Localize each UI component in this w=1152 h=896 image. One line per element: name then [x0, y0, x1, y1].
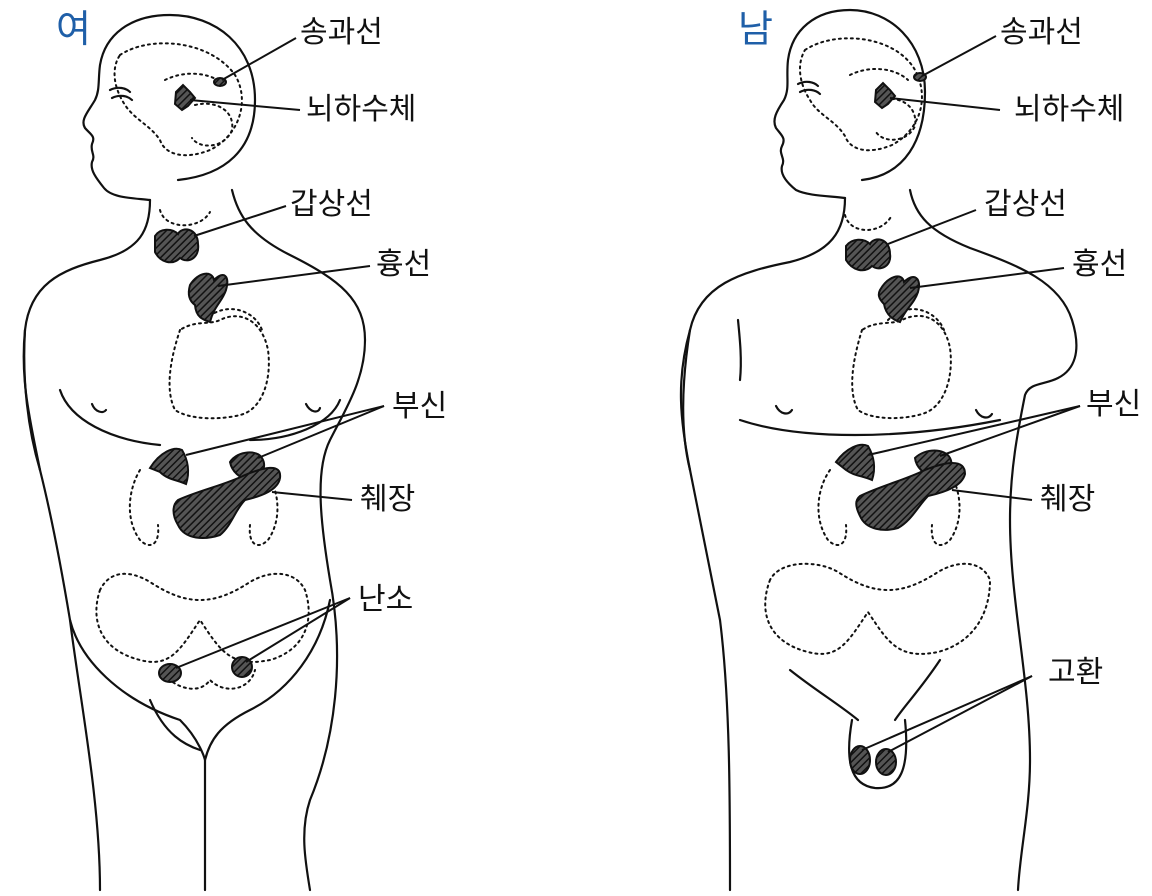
female-title: 여	[56, 10, 91, 48]
female-label-pituitary: 뇌하수체	[306, 95, 416, 125]
male-pituitary-gland	[875, 83, 895, 108]
male-leader-testis-1	[862, 676, 1032, 750]
female-dotted-structures	[96, 43, 308, 688]
female-breast-l	[60, 390, 160, 445]
female-brow	[110, 88, 130, 92]
female-glands	[150, 78, 280, 682]
female-eye	[112, 96, 132, 100]
female-cerebellum	[192, 104, 232, 146]
female-pelvis	[96, 574, 308, 662]
male-testis-left	[850, 746, 870, 774]
male-label-thymus: 흉선	[1072, 250, 1127, 280]
female-adrenal-left	[150, 449, 188, 484]
male-body-outline	[683, 198, 845, 890]
female-label-pancreas: 췌장	[360, 485, 415, 515]
female-label-pineal: 송과선	[300, 18, 383, 48]
male-kidney-l	[818, 470, 846, 545]
male-thyroid-gland	[846, 239, 890, 270]
male-thymus-gland	[879, 276, 919, 322]
female-label-thymus: 흉선	[376, 250, 431, 280]
female-leader-pineal	[222, 38, 296, 80]
male-body-outline-right	[910, 190, 1076, 890]
male-pelvis	[765, 564, 990, 654]
female-leader-pancreas	[272, 492, 352, 500]
female-kidney-l	[130, 470, 158, 545]
female-thyroid-gland	[155, 229, 198, 262]
female-hip-fold	[150, 700, 200, 750]
male-head-outline	[774, 10, 925, 198]
male-eye	[800, 90, 820, 94]
female-leader-ovary-1	[176, 598, 350, 668]
female-nipple-l	[92, 404, 106, 412]
male-glands	[836, 73, 965, 775]
female-leader-thymus	[218, 266, 370, 286]
male-nipple-l	[776, 406, 792, 413]
female-leader-pituitary	[190, 100, 300, 110]
female-body-outline-right	[232, 190, 365, 890]
male-groin-l	[790, 670, 858, 720]
male-label-thyroid: 갑상선	[984, 190, 1067, 220]
male-nipple-r	[976, 410, 992, 417]
female-heart	[170, 316, 269, 418]
male-groin-r	[895, 660, 940, 720]
male-leader-pineal	[922, 36, 996, 76]
female-trachea	[160, 210, 210, 225]
male-leader-thymus	[910, 268, 1064, 288]
male-brain-outline	[800, 38, 922, 150]
female-label-thyroid: 갑상선	[290, 190, 373, 220]
male-trachea	[845, 215, 892, 230]
male-heart	[852, 316, 951, 418]
male-testis-right	[876, 749, 896, 775]
female-pancreas	[174, 468, 281, 538]
female-arm-left	[24, 330, 40, 470]
male-leader-thyroid	[888, 210, 976, 244]
male-leader-testis-2	[888, 676, 1032, 752]
male-leader-pancreas	[952, 490, 1032, 500]
female-nipple-r	[306, 404, 320, 411]
male-brain-fold	[850, 69, 908, 80]
male-title: 남	[738, 10, 773, 48]
male-leader-adrenal-1	[868, 406, 1080, 455]
female-pituitary-gland	[175, 85, 195, 110]
male-label-pineal: 송과선	[1000, 18, 1083, 48]
male-adrenal-left	[836, 445, 874, 480]
male-leader-pituitary	[890, 98, 1000, 110]
male-arm-crease	[738, 320, 741, 380]
male-label-testis: 고환	[1048, 658, 1103, 688]
male-label-adrenal: 부신	[1086, 390, 1141, 420]
male-brow	[798, 82, 818, 86]
female-thymus-gland	[189, 274, 227, 322]
male-dotted-structures	[765, 38, 990, 654]
male-label-pituitary: 뇌하수체	[1014, 95, 1124, 125]
female-leader-ovary-2	[246, 598, 350, 662]
female-waist-line	[70, 600, 330, 760]
male-leader-adrenal-2	[940, 406, 1080, 456]
female-head-outline	[83, 15, 255, 200]
male-label-pancreas: 췌장	[1040, 485, 1095, 515]
female-label-adrenal: 부신	[392, 392, 447, 422]
female-label-ovary: 난소	[358, 585, 413, 615]
female-body-outline	[24, 200, 150, 890]
